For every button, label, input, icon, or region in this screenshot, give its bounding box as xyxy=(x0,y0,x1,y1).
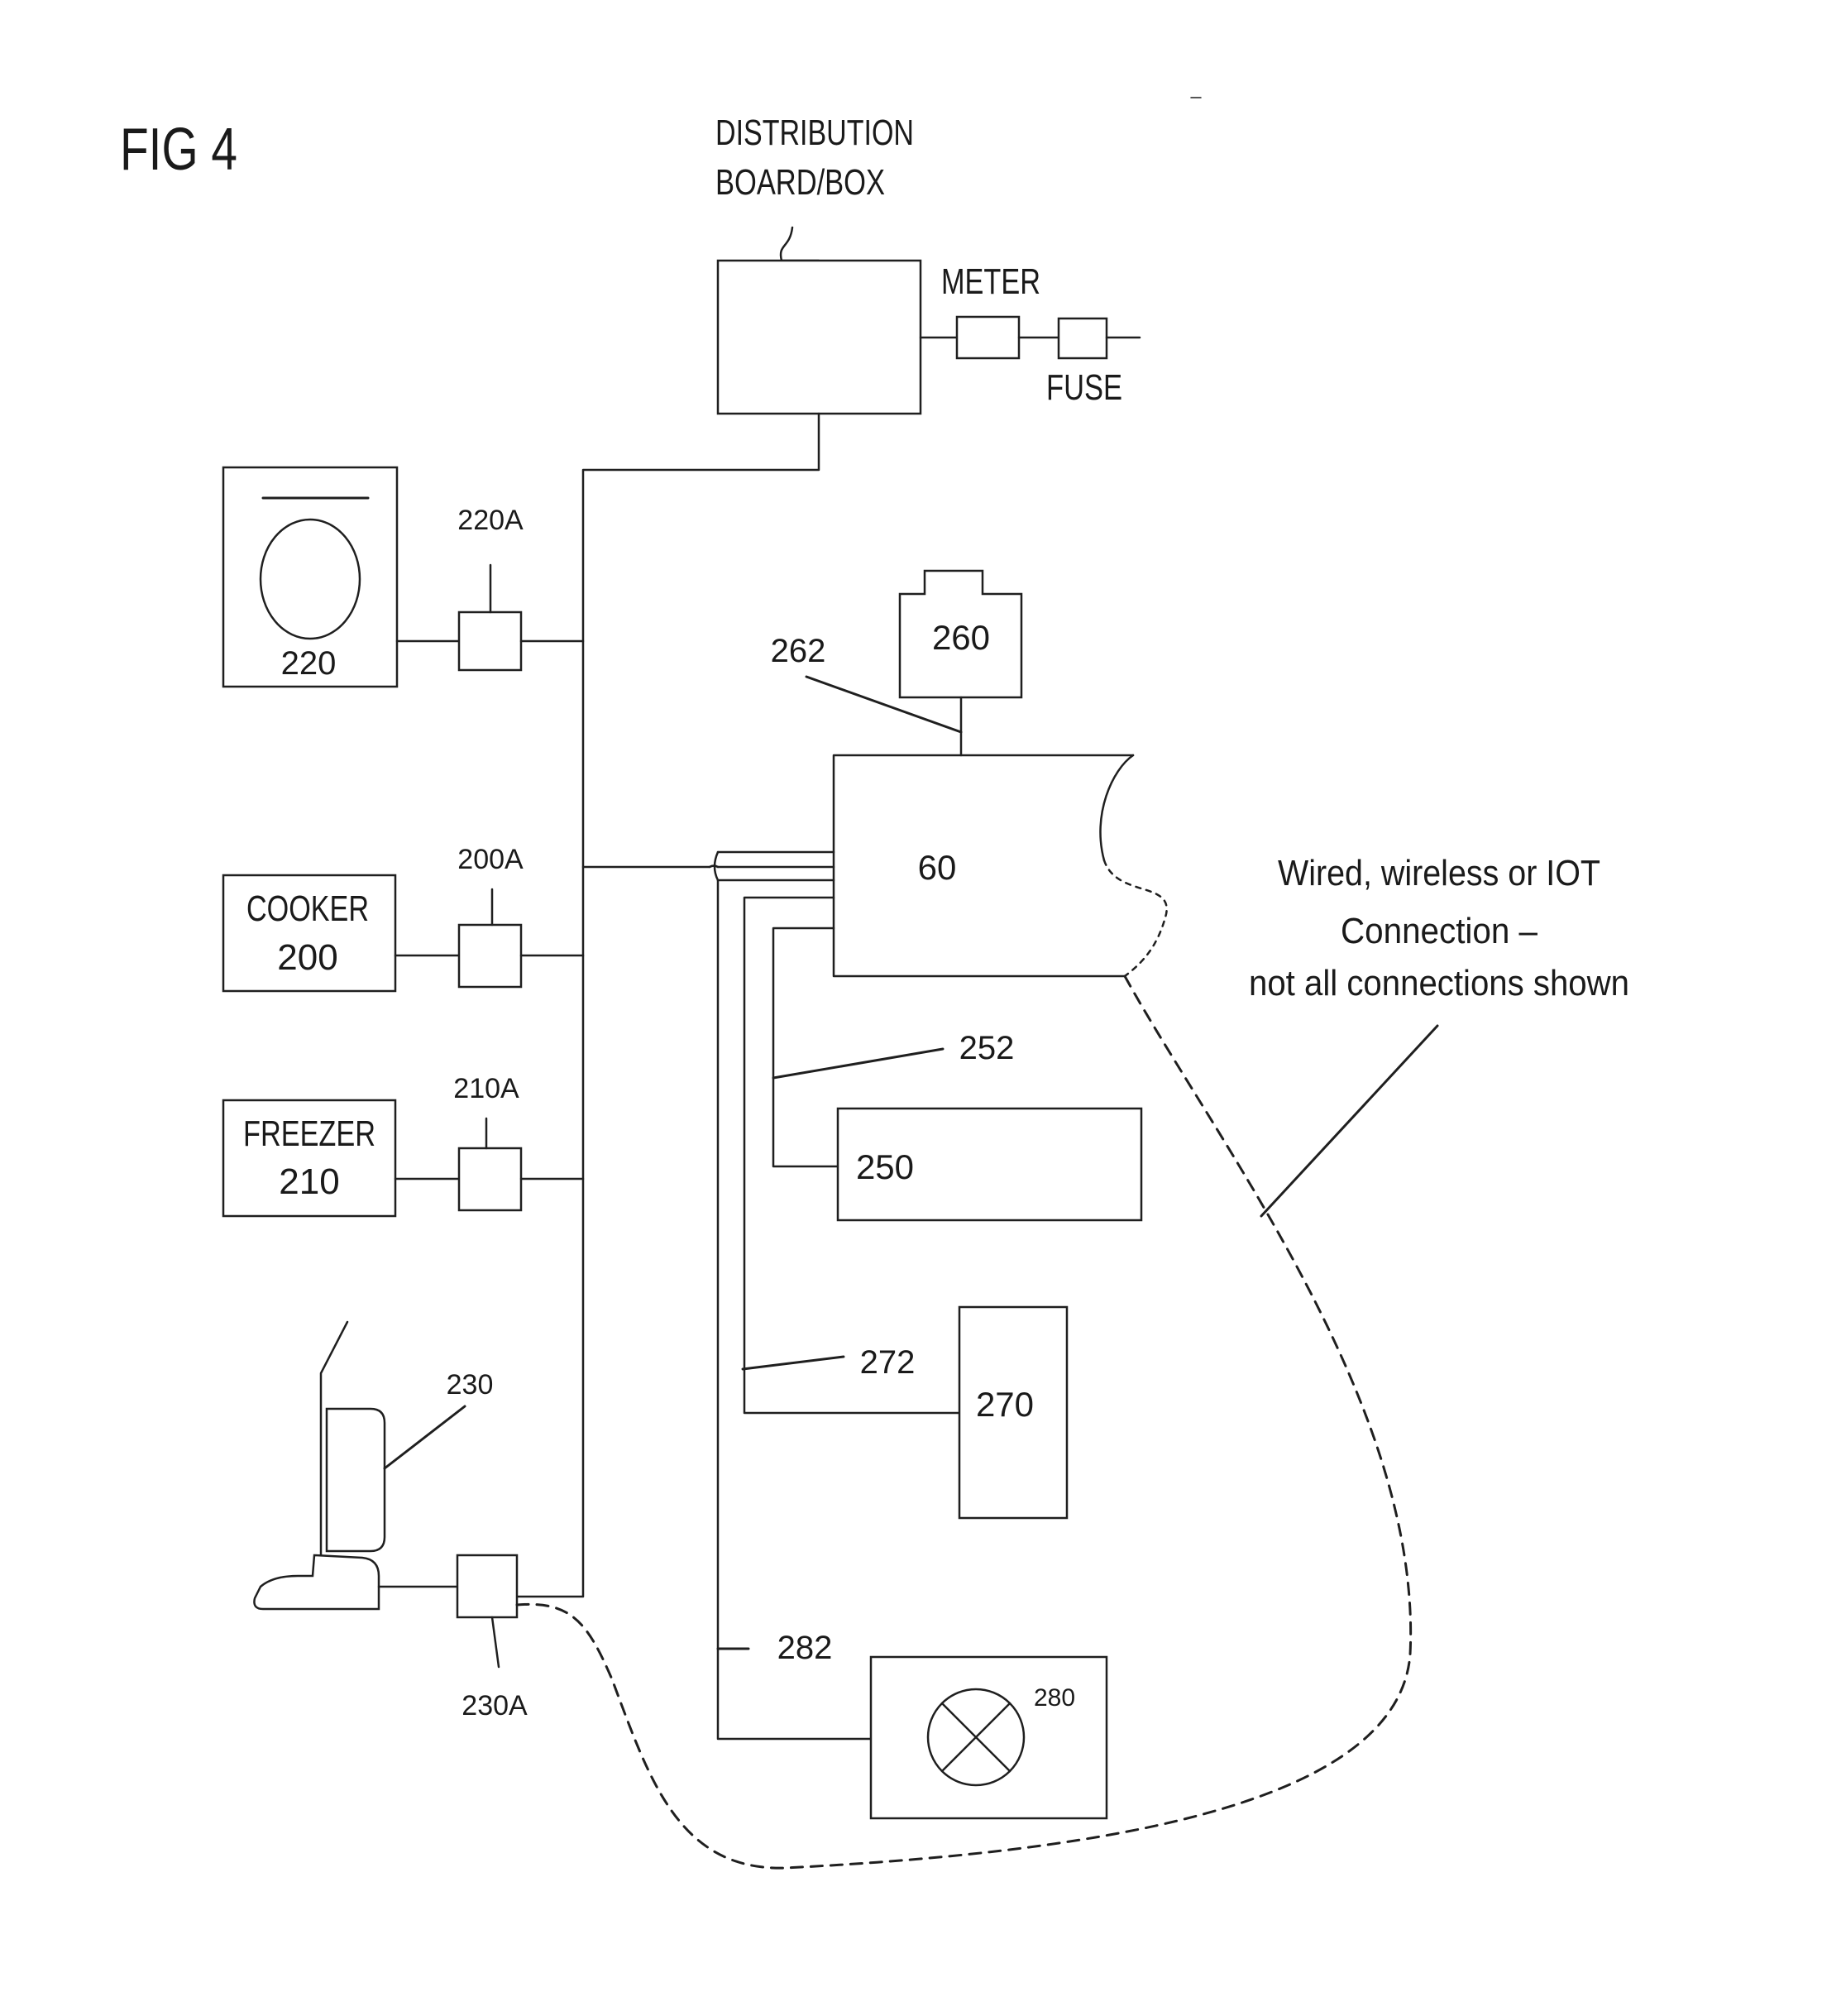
device-250 xyxy=(836,1107,1143,1222)
fuse-label: FUSE xyxy=(1046,367,1122,408)
device-250-ref: 250 xyxy=(856,1147,914,1186)
link-262-leader xyxy=(805,675,963,734)
vacuum-leader xyxy=(383,1405,466,1470)
freezer-name: FREEZER xyxy=(243,1113,375,1154)
plug-220A-ref: 220A xyxy=(457,505,524,536)
meter-box xyxy=(955,315,1021,360)
device-270-ref: 270 xyxy=(976,1385,1034,1424)
plug-210A-ref: 210A xyxy=(453,1073,519,1104)
link-252-ref: 252 xyxy=(959,1030,1015,1066)
controller-60-break-bottom xyxy=(1102,859,1168,978)
connection-note-line2: Connection – xyxy=(1341,911,1538,951)
wireless-connection-dashed xyxy=(515,974,1413,1870)
controller-60-break-top xyxy=(1099,754,1135,862)
distribution-board-label-line1: DISTRIBUTION xyxy=(715,113,914,153)
plug-230A-ref: 230A xyxy=(462,1690,528,1722)
connection-note-line1: Wired, wireless or IOT xyxy=(1278,853,1600,893)
plug-230A-leader xyxy=(490,1616,500,1669)
link-252-leader xyxy=(772,1047,945,1080)
distribution-board-label-line2: BOARD/BOX xyxy=(715,162,885,203)
distribution-board-leader xyxy=(779,226,820,262)
washer-door xyxy=(259,518,361,640)
link-282-ref: 282 xyxy=(777,1630,833,1666)
device-250-wire xyxy=(772,927,839,1168)
meter-label: METER xyxy=(941,261,1040,302)
figure-title: FIG 4 xyxy=(120,117,237,183)
controller-60-frame xyxy=(832,754,1135,978)
washer-ref: 220 xyxy=(281,645,337,682)
link-262-ref: 262 xyxy=(771,633,826,669)
link-272-ref: 272 xyxy=(860,1344,916,1381)
freezer-ref: 210 xyxy=(279,1161,339,1202)
distribution-board xyxy=(716,259,922,415)
fuse-box xyxy=(1057,317,1108,360)
vacuum-head xyxy=(253,1554,380,1611)
device-260 xyxy=(898,569,1023,699)
connection-note-leader xyxy=(1260,1024,1439,1218)
smart-plug-220A xyxy=(457,611,523,672)
link-272-leader xyxy=(741,1355,845,1371)
vacuum-handle xyxy=(319,1320,349,1557)
device-270 xyxy=(958,1305,1069,1520)
lamp-icon-cross-2 xyxy=(940,1702,1011,1773)
smart-plug-230A xyxy=(456,1554,519,1619)
smart-plug-210A xyxy=(457,1147,523,1212)
cooker-name: COOKER xyxy=(246,888,369,929)
cooker-200 xyxy=(222,874,397,993)
controller-ref: 60 xyxy=(918,848,957,887)
vacuum-ref: 230 xyxy=(447,1369,494,1401)
device-280-ref: 280 xyxy=(1034,1684,1075,1712)
vacuum-body xyxy=(325,1407,386,1553)
device-270-wire xyxy=(743,896,961,1415)
main-bus-wire xyxy=(515,412,820,1598)
device-260-ref: 260 xyxy=(932,618,990,657)
freezer-210 xyxy=(222,1099,397,1218)
wire-crossover-arc xyxy=(713,850,720,882)
plug-200A-ref: 200A xyxy=(457,844,524,875)
connection-note-line3: not all connections shown xyxy=(1249,963,1629,1003)
cooker-ref: 200 xyxy=(277,937,337,978)
device-280-wire xyxy=(716,879,873,1741)
smart-plug-200A xyxy=(457,923,523,989)
